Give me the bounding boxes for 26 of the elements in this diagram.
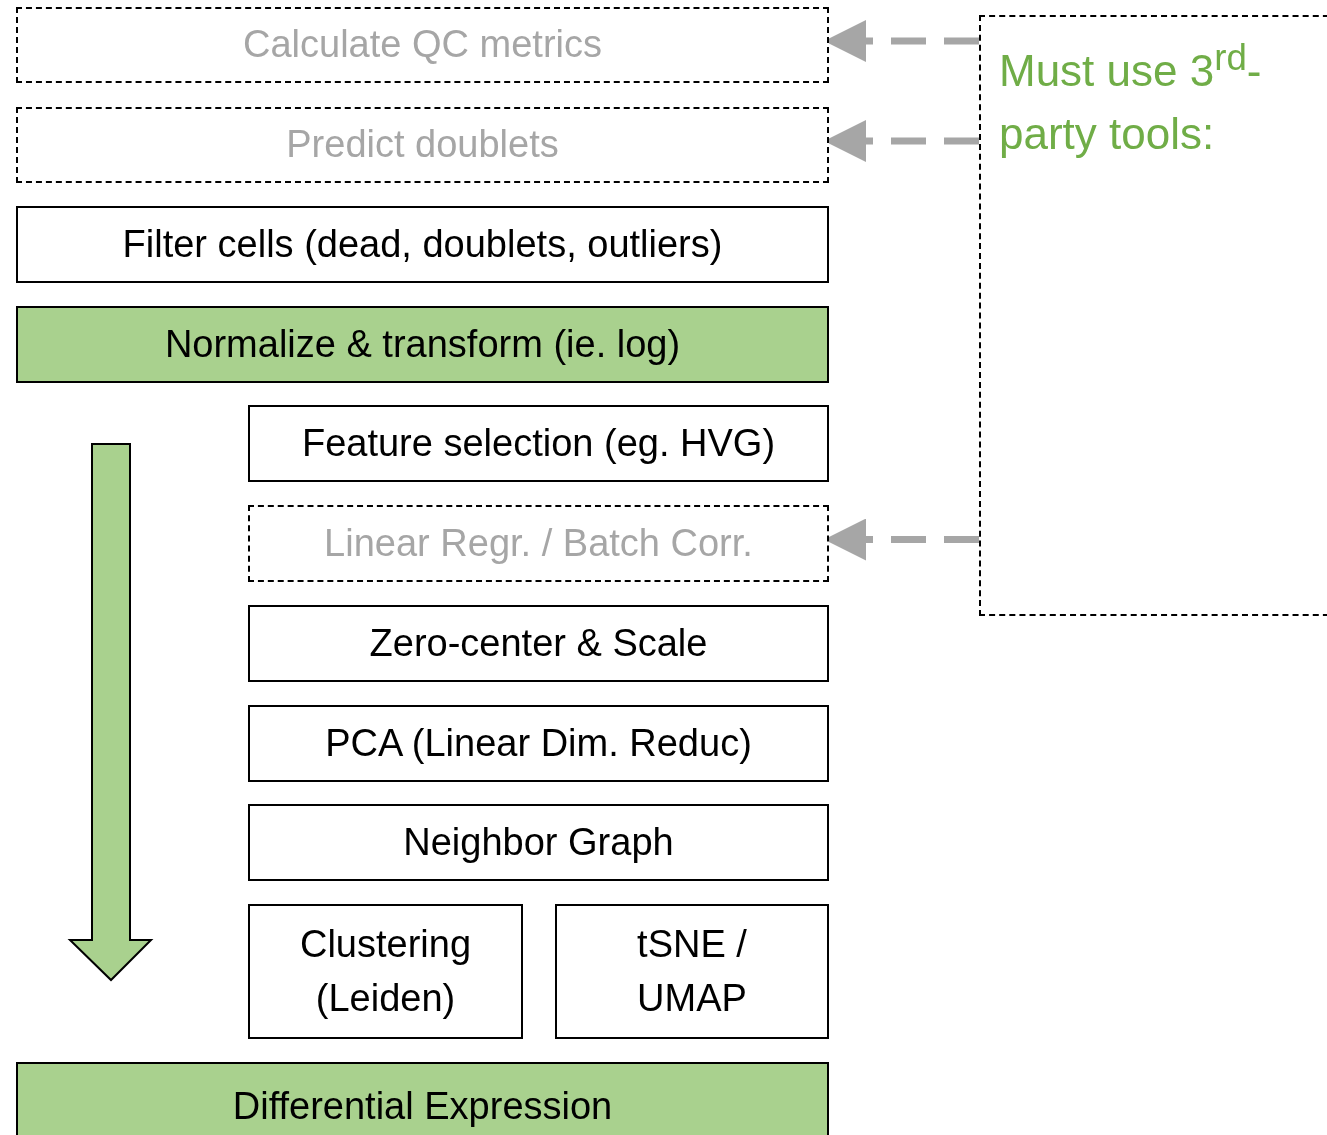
note-box xyxy=(979,15,1327,616)
process-box xyxy=(555,904,829,1039)
process-box xyxy=(16,206,829,283)
step-label: Differential Expression xyxy=(232,1084,613,1130)
step-label: Normalize & transform (ie. log) xyxy=(164,321,681,367)
step-label: Linear Regr. / Batch Corr. xyxy=(324,520,753,566)
optional-step-box xyxy=(16,7,829,83)
optional-step-box xyxy=(16,107,829,183)
process-box xyxy=(248,605,829,682)
step-label: Predict doublets xyxy=(286,122,559,168)
optional-step-box xyxy=(248,505,829,582)
highlighted-step-box xyxy=(16,306,829,383)
step-label: Clustering (Leiden) xyxy=(298,922,473,1021)
step-label: Feature selection (eg. HVG) xyxy=(301,420,776,466)
step-label: Calculate QC metrics xyxy=(243,22,602,68)
step-label: tSNE / UMAP xyxy=(636,922,748,1021)
step-label: Neighbor Graph xyxy=(403,819,674,865)
highlighted-step-box xyxy=(16,1062,829,1135)
process-box xyxy=(248,904,523,1039)
process-box xyxy=(248,705,829,782)
step-label: PCA (Linear Dim. Reduc) xyxy=(325,720,752,766)
note-text: Must use 3$^{rd}$-party tools: xyxy=(999,36,1263,161)
process-box xyxy=(248,405,829,482)
step-label: Filter cells (dead, doublets, outliers) xyxy=(122,221,723,267)
step-label: Zero-center & Scale xyxy=(369,620,708,666)
process-box xyxy=(248,804,829,881)
